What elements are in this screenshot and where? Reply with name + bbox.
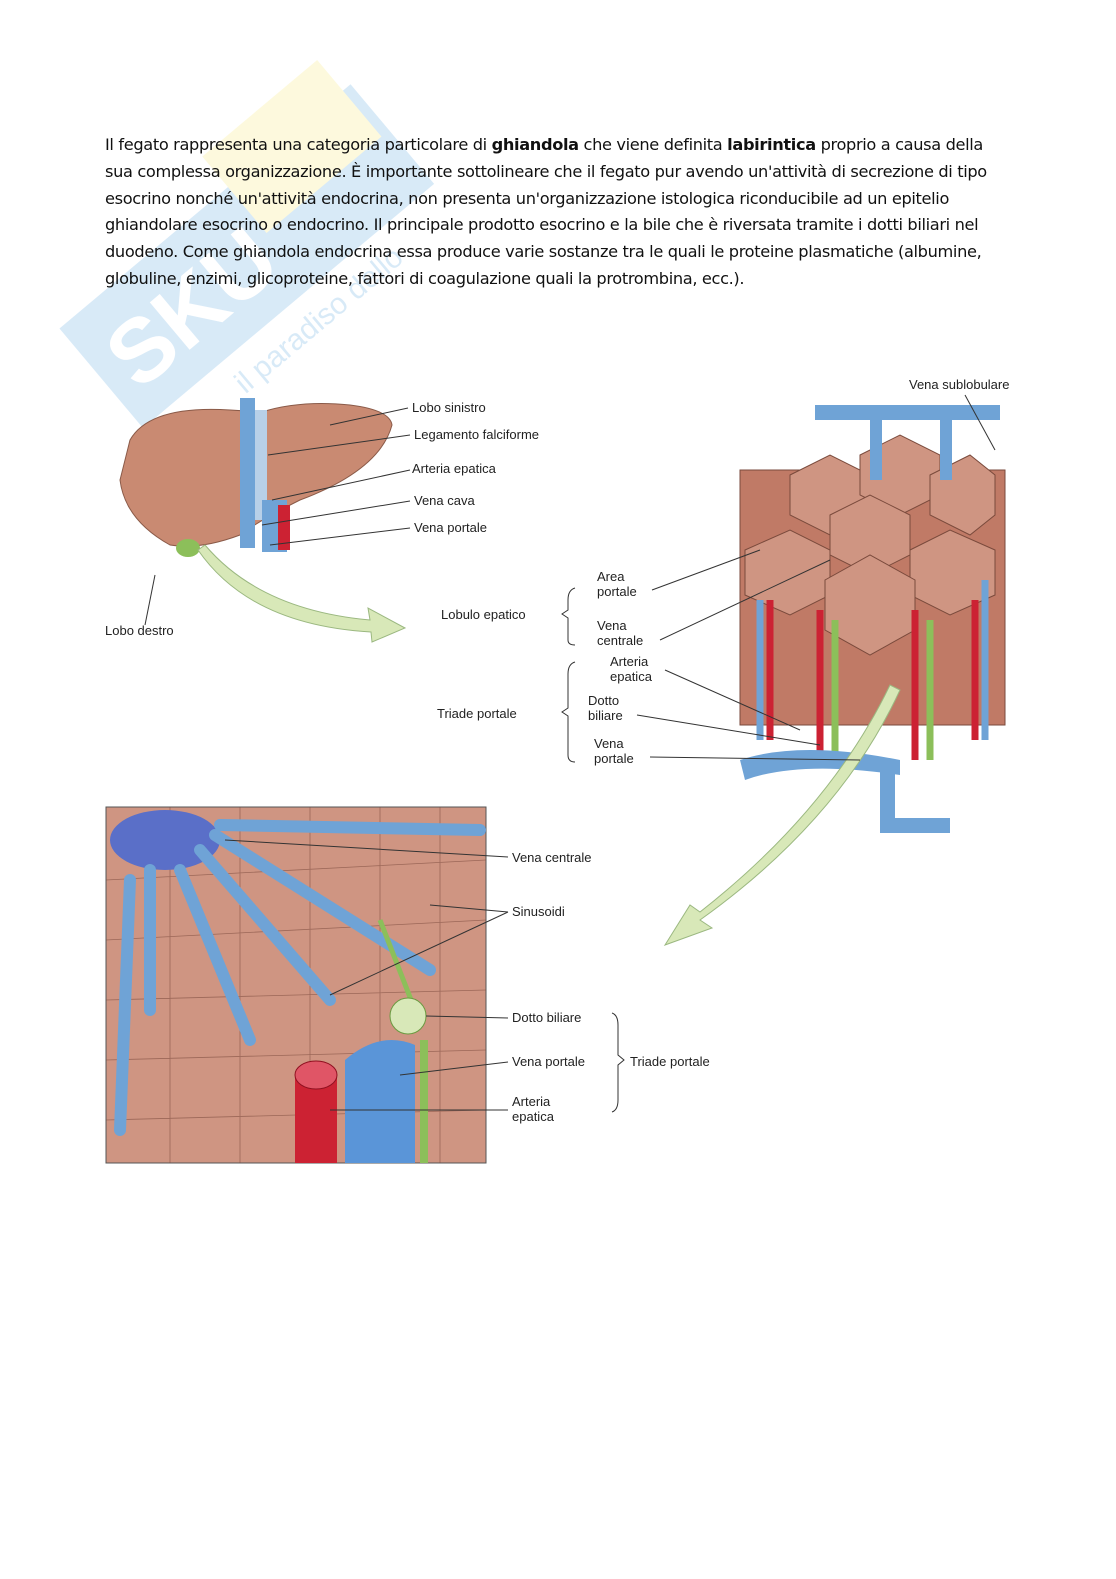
label-triade-portale: Triade portale [437,706,517,721]
label-vena-portale-lobulo: Vena portale [594,736,634,766]
label-legamento-falciforme: Legamento falciforme [414,427,540,442]
term-labirintica: labirintica [727,135,816,154]
text: proprio a causa della sua complessa orga… [105,135,987,288]
label-dotto-biliare-detail: Dotto biliare [512,1010,582,1025]
label-vena-portale-detail: Vena portale [512,1054,586,1069]
lobule-illustration [663,405,1006,946]
intro-paragraph: Il fegato rappresenta una categoria part… [105,132,1005,293]
label-area-portale: Area portale [597,569,637,599]
label-lobulo-epatico: Lobulo epatico [441,607,526,622]
label-vena-sublobulare: Vena sublobulare [909,377,1010,392]
label-lobo-destro: Lobo destro [105,623,174,638]
text: che viene definita [578,135,728,154]
label-vena-centrale: Vena centrale [597,618,644,648]
label-sinusoidi: Sinusoidi [512,904,565,919]
label-arteria-epatica: Arteria epatica [412,461,496,476]
label-triade-portale-detail: Triade portale [630,1054,710,1069]
label-vena-cava: Vena cava [414,493,475,508]
label-lobo-sinistro: Lobo sinistro [412,400,486,415]
liver-illustration [119,398,407,643]
label-arteria-epatica-detail: Arteria epatica [512,1094,554,1124]
sinusoid-detail-illustration [105,806,487,1164]
text: Il fegato rappresenta una categoria part… [105,135,492,154]
label-dotto-biliare-lobulo: Dotto biliare [588,693,623,723]
term-ghiandola: ghiandola [491,135,579,154]
label-vena-centrale-detail: Vena centrale [512,850,592,865]
label-arteria-epatica-lobulo: Arteria epatica [610,654,652,684]
label-vena-portale: Vena portale [414,520,488,535]
